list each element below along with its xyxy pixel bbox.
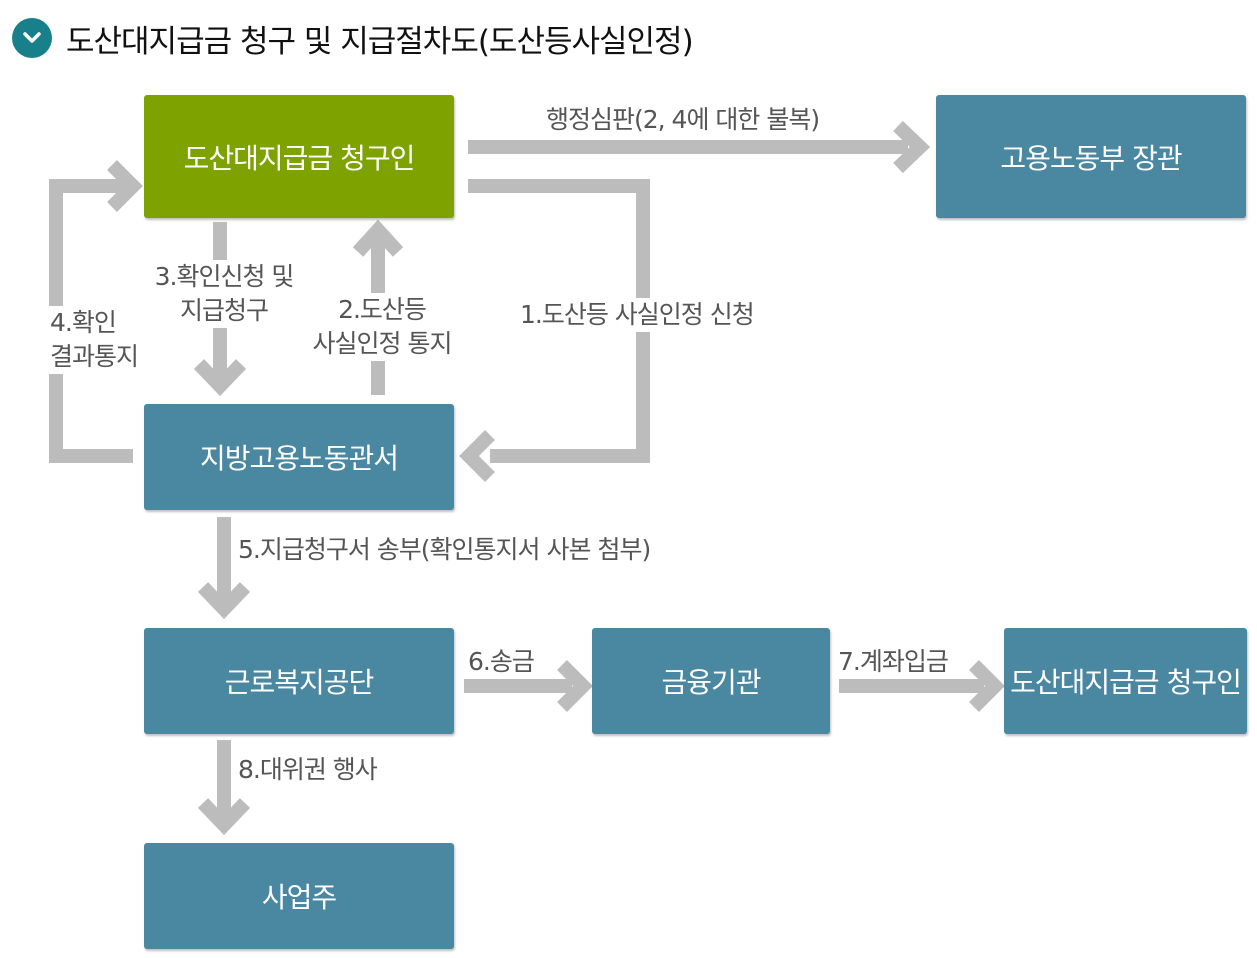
- step8-arrow: [197, 740, 251, 836]
- label-appeal: 행정심판(2, 4에 대한 불복): [546, 105, 820, 134]
- label-step2-line1: 2.도산등: [338, 295, 427, 324]
- label-step3: 3.확인신청 및 지급청구: [138, 260, 310, 328]
- label-step3-line1: 3.확인신청 및: [154, 262, 295, 291]
- label-step7: 7.계좌입금: [838, 647, 949, 676]
- label-step2-line2: 사실인정 통지: [312, 329, 453, 358]
- page-title: 도산대지급금 청구 및 지급절차도(도산등사실인정): [66, 23, 694, 60]
- box-welfare-corp: 근로복지공단: [144, 628, 454, 734]
- label-step5: 5.지급청구서 송부(확인통지서 사본 첨부): [238, 535, 651, 564]
- step7-arrow: [839, 660, 1005, 712]
- step6-arrow: [464, 660, 593, 712]
- chevron-down-icon[interactable]: [12, 18, 52, 58]
- box-claimant: 도산대지급금 청구인: [144, 95, 454, 218]
- label-step8: 8.대위권 행사: [238, 755, 378, 784]
- label-step4-line1: 4.확인: [50, 308, 117, 337]
- box-labor-office: 지방고용노동관서: [144, 404, 454, 510]
- label-step4-line2: 결과통지: [50, 342, 139, 371]
- label-step1: 1.도산등 사실인정 신청: [516, 298, 758, 332]
- appeal-arrow: [468, 120, 931, 174]
- box-bank: 금융기관: [592, 628, 830, 734]
- label-step6: 6.송금: [468, 647, 535, 676]
- box-claimant-2: 도산대지급금 청구인: [1004, 628, 1247, 734]
- box-minister: 고용노동부 장관: [936, 95, 1246, 218]
- label-step2: 2.도산등 사실인정 통지: [298, 293, 466, 361]
- label-step4: 4.확인 결과통지: [46, 306, 143, 374]
- box-employer: 사업주: [144, 843, 454, 949]
- label-step3-line2: 지급청구: [179, 296, 269, 325]
- step5-arrow: [197, 517, 251, 620]
- header: 도산대지급금 청구 및 지급절차도(도산등사실인정): [12, 16, 694, 60]
